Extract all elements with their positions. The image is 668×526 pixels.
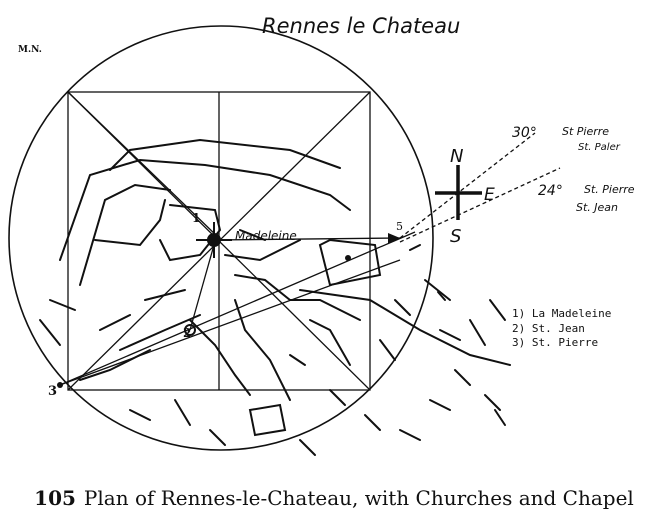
point-1-label: 1 [192, 211, 200, 225]
legend: 1) La Madeleine 2) St. Jean 3) St. Pierr… [512, 307, 611, 349]
figure-number: 105 [34, 486, 76, 510]
author-initials: M.N. [18, 45, 42, 55]
point-2-label: 2 [183, 326, 191, 340]
geometric-circle [8, 25, 434, 451]
madeleine-label: Madeleine [235, 229, 297, 243]
alignment-lines [59, 132, 561, 386]
compass-east: E [484, 185, 495, 205]
legend-item-st-pierre: 3) St. Pierre [512, 336, 598, 349]
compass-north: N [450, 146, 463, 167]
bearing-1-line1: St Pierre [562, 125, 609, 138]
st-pierre-marker [57, 382, 63, 388]
figure-caption-text: Plan of Rennes-le-Chateau, with Churches… [83, 486, 634, 510]
legend-item-madeleine: 1) La Madeleine [512, 307, 611, 320]
point-3-label: 3 [48, 384, 57, 399]
bearing-2-line1: St. Pierre [584, 183, 635, 196]
bearing-1-line2: St. Paler [578, 142, 621, 153]
figure-caption: 105 Plan of Rennes-le-Chateau, with Churc… [0, 486, 668, 510]
legend-item-st-jean: 2) St. Jean [512, 322, 585, 335]
st-jean-marker [184, 324, 196, 336]
arrow-head [388, 233, 400, 244]
chapel-marker [345, 255, 351, 261]
bearing-2-angle: 24° [538, 183, 563, 199]
compass-south: S [450, 226, 461, 247]
compass-rose [435, 165, 482, 220]
bearing-2-line2: St. Jean [576, 201, 618, 214]
town-streets [39, 138, 511, 456]
diagram-title: Rennes le Chateau [262, 14, 460, 38]
bearing-1-angle: 30° [512, 125, 537, 141]
point-5-label: 5 [396, 220, 403, 233]
madeleine-marker [196, 222, 232, 258]
